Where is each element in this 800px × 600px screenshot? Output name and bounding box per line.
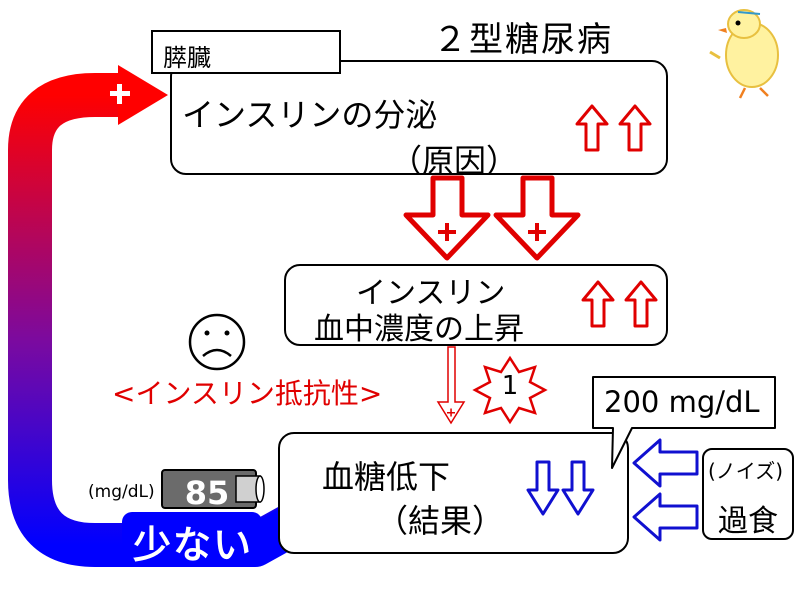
stimulus-arrow-2 xyxy=(493,175,581,261)
result-label: （結果） xyxy=(376,502,505,540)
pancreas-tag: 膵臓 xyxy=(151,30,341,74)
input-arrow-2 xyxy=(632,492,699,542)
burst-number: 1 xyxy=(501,371,519,401)
up-arrows-pair-top xyxy=(575,104,652,152)
blood-level-rise-label: 血中濃度の上昇 xyxy=(314,312,524,347)
few-label: 少ない xyxy=(132,523,253,567)
noise-label: (ノイズ) xyxy=(708,459,784,483)
overeating-label: 過食 xyxy=(718,504,778,539)
few-badge xyxy=(122,512,262,562)
insulin-level-box: インスリン 血中濃度の上昇 xyxy=(284,264,668,347)
down-arrows-pair xyxy=(526,460,595,516)
loop-plus-icon xyxy=(110,84,130,104)
glucose-lowering-label: 血糖低下 xyxy=(322,458,451,496)
insulin-resistance-label: <インスリン抵抗性> xyxy=(112,377,383,410)
insulin-label: インスリン xyxy=(356,276,506,311)
up-arrows-pair-middle xyxy=(581,280,658,328)
glucose-meter-icon xyxy=(161,469,265,509)
insulin-secretion-box: インスリンの分泌 （原因） xyxy=(170,60,668,180)
meter-unit: (mg/dL) xyxy=(88,482,155,502)
insulin-secretion-label: インスリンの分泌 xyxy=(182,96,438,134)
blood-glucose-box: 血糖低下 （結果） xyxy=(278,432,629,554)
chick-doodle-icon xyxy=(709,9,779,99)
overeating-box xyxy=(702,448,794,540)
bubble-text: 200 mg/dL xyxy=(604,385,760,419)
input-arrow-1 xyxy=(632,438,699,488)
cause-label: （原因） xyxy=(390,142,519,180)
sad-face-icon xyxy=(188,313,246,371)
weak-stimulus-arrow xyxy=(436,346,466,425)
meter-value: 85 xyxy=(184,474,230,512)
page-title: ２型糖尿病 xyxy=(433,20,613,60)
stimulus-arrow-1 xyxy=(403,175,491,261)
burst-badge xyxy=(472,355,548,425)
